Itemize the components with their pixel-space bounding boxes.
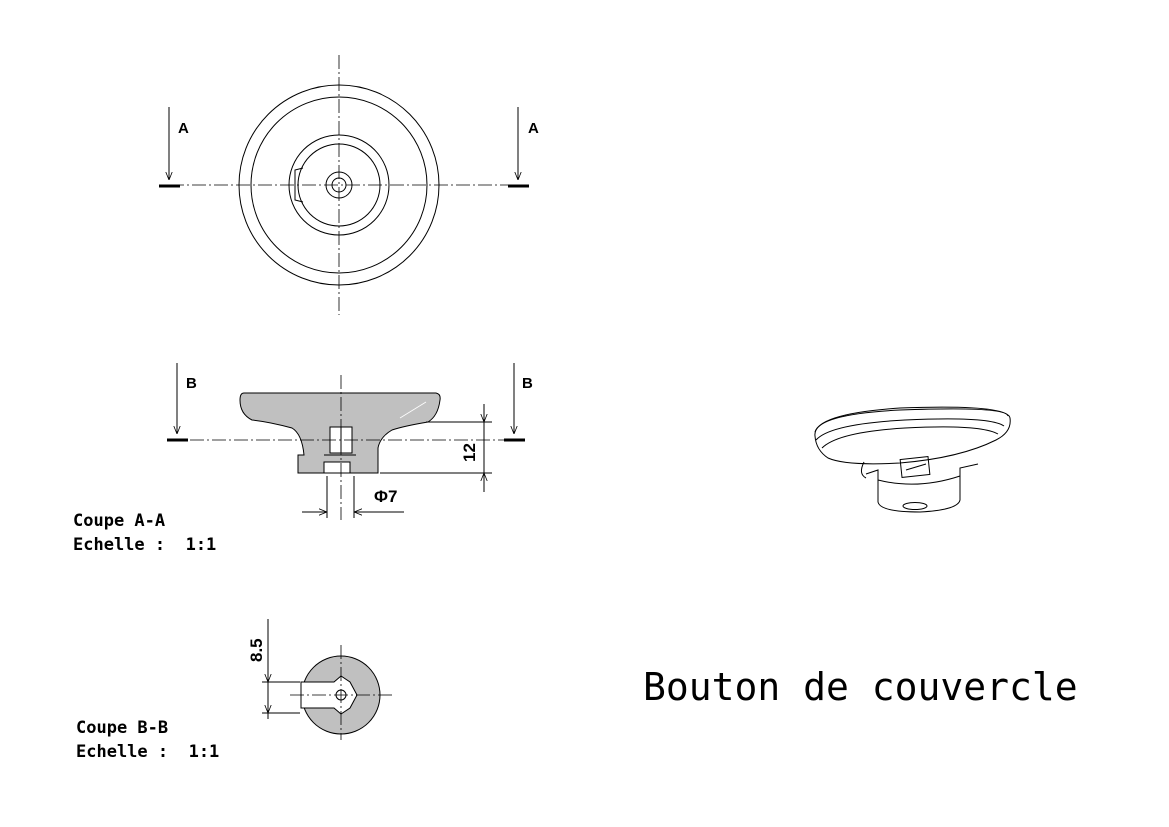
isometric-view <box>814 406 1011 513</box>
caption-coupe-b-b: Coupe B-B <box>76 718 168 738</box>
cut-label-b-left: B <box>186 375 197 392</box>
caption-scale-b-b: Echelle : 1:1 <box>76 742 219 762</box>
caption-coupe-a-a: Coupe A-A <box>73 511 165 531</box>
top-view: A A <box>159 55 539 315</box>
drawing-title: Bouton de couvercle <box>643 665 1078 709</box>
cut-label-b-right: B <box>522 375 533 392</box>
cut-label-a-right: A <box>528 120 539 137</box>
section-a-a: B B 12 Φ7 Coupe A-A Echelle : 1:1 <box>73 363 533 555</box>
section-b-b: 8.5 Coupe B-B Echelle : 1:1 <box>76 619 395 762</box>
caption-scale-a-a: Echelle : 1:1 <box>73 535 216 555</box>
cut-label-a-left: A <box>178 120 189 137</box>
dim-height-12: 12 <box>460 443 479 462</box>
dim-8-5: 8.5 <box>247 638 266 662</box>
dim-diameter-7: Φ7 <box>374 487 397 506</box>
